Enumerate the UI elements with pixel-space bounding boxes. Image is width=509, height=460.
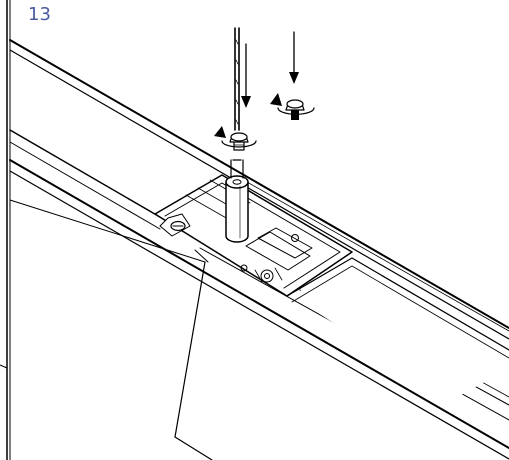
- page-frame-left: [0, 0, 11, 460]
- screw-icon: [285, 99, 305, 120]
- suspension-cable: [234, 27, 240, 131]
- rotate-arrow-icon: [214, 126, 257, 148]
- screw-icon: [229, 132, 249, 151]
- down-arrow-icon: [241, 43, 251, 108]
- down-arrow-icon: [289, 31, 299, 84]
- standoff-sleeve: [225, 159, 249, 243]
- rotate-arrow-icon: [270, 93, 315, 115]
- step-number: 13: [28, 4, 51, 25]
- cover-panel: [9, 199, 213, 460]
- mounting-recess: [154, 174, 509, 400]
